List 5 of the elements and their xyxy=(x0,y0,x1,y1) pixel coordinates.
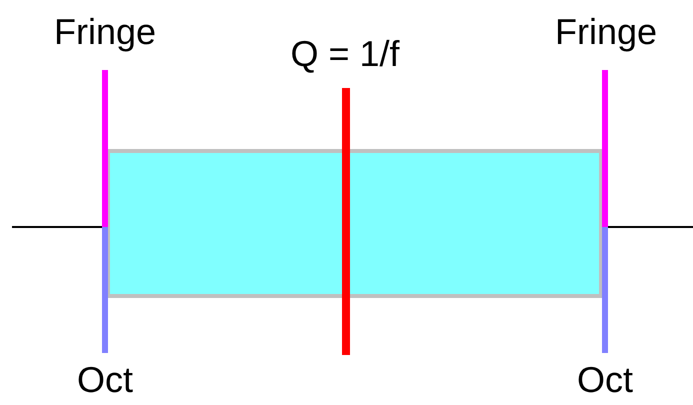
label: Oct xyxy=(577,362,633,398)
label: Fringe xyxy=(54,14,156,50)
label: Q = 1/f xyxy=(290,36,400,72)
label: Oct xyxy=(77,362,133,398)
label: Fringe xyxy=(554,14,658,50)
